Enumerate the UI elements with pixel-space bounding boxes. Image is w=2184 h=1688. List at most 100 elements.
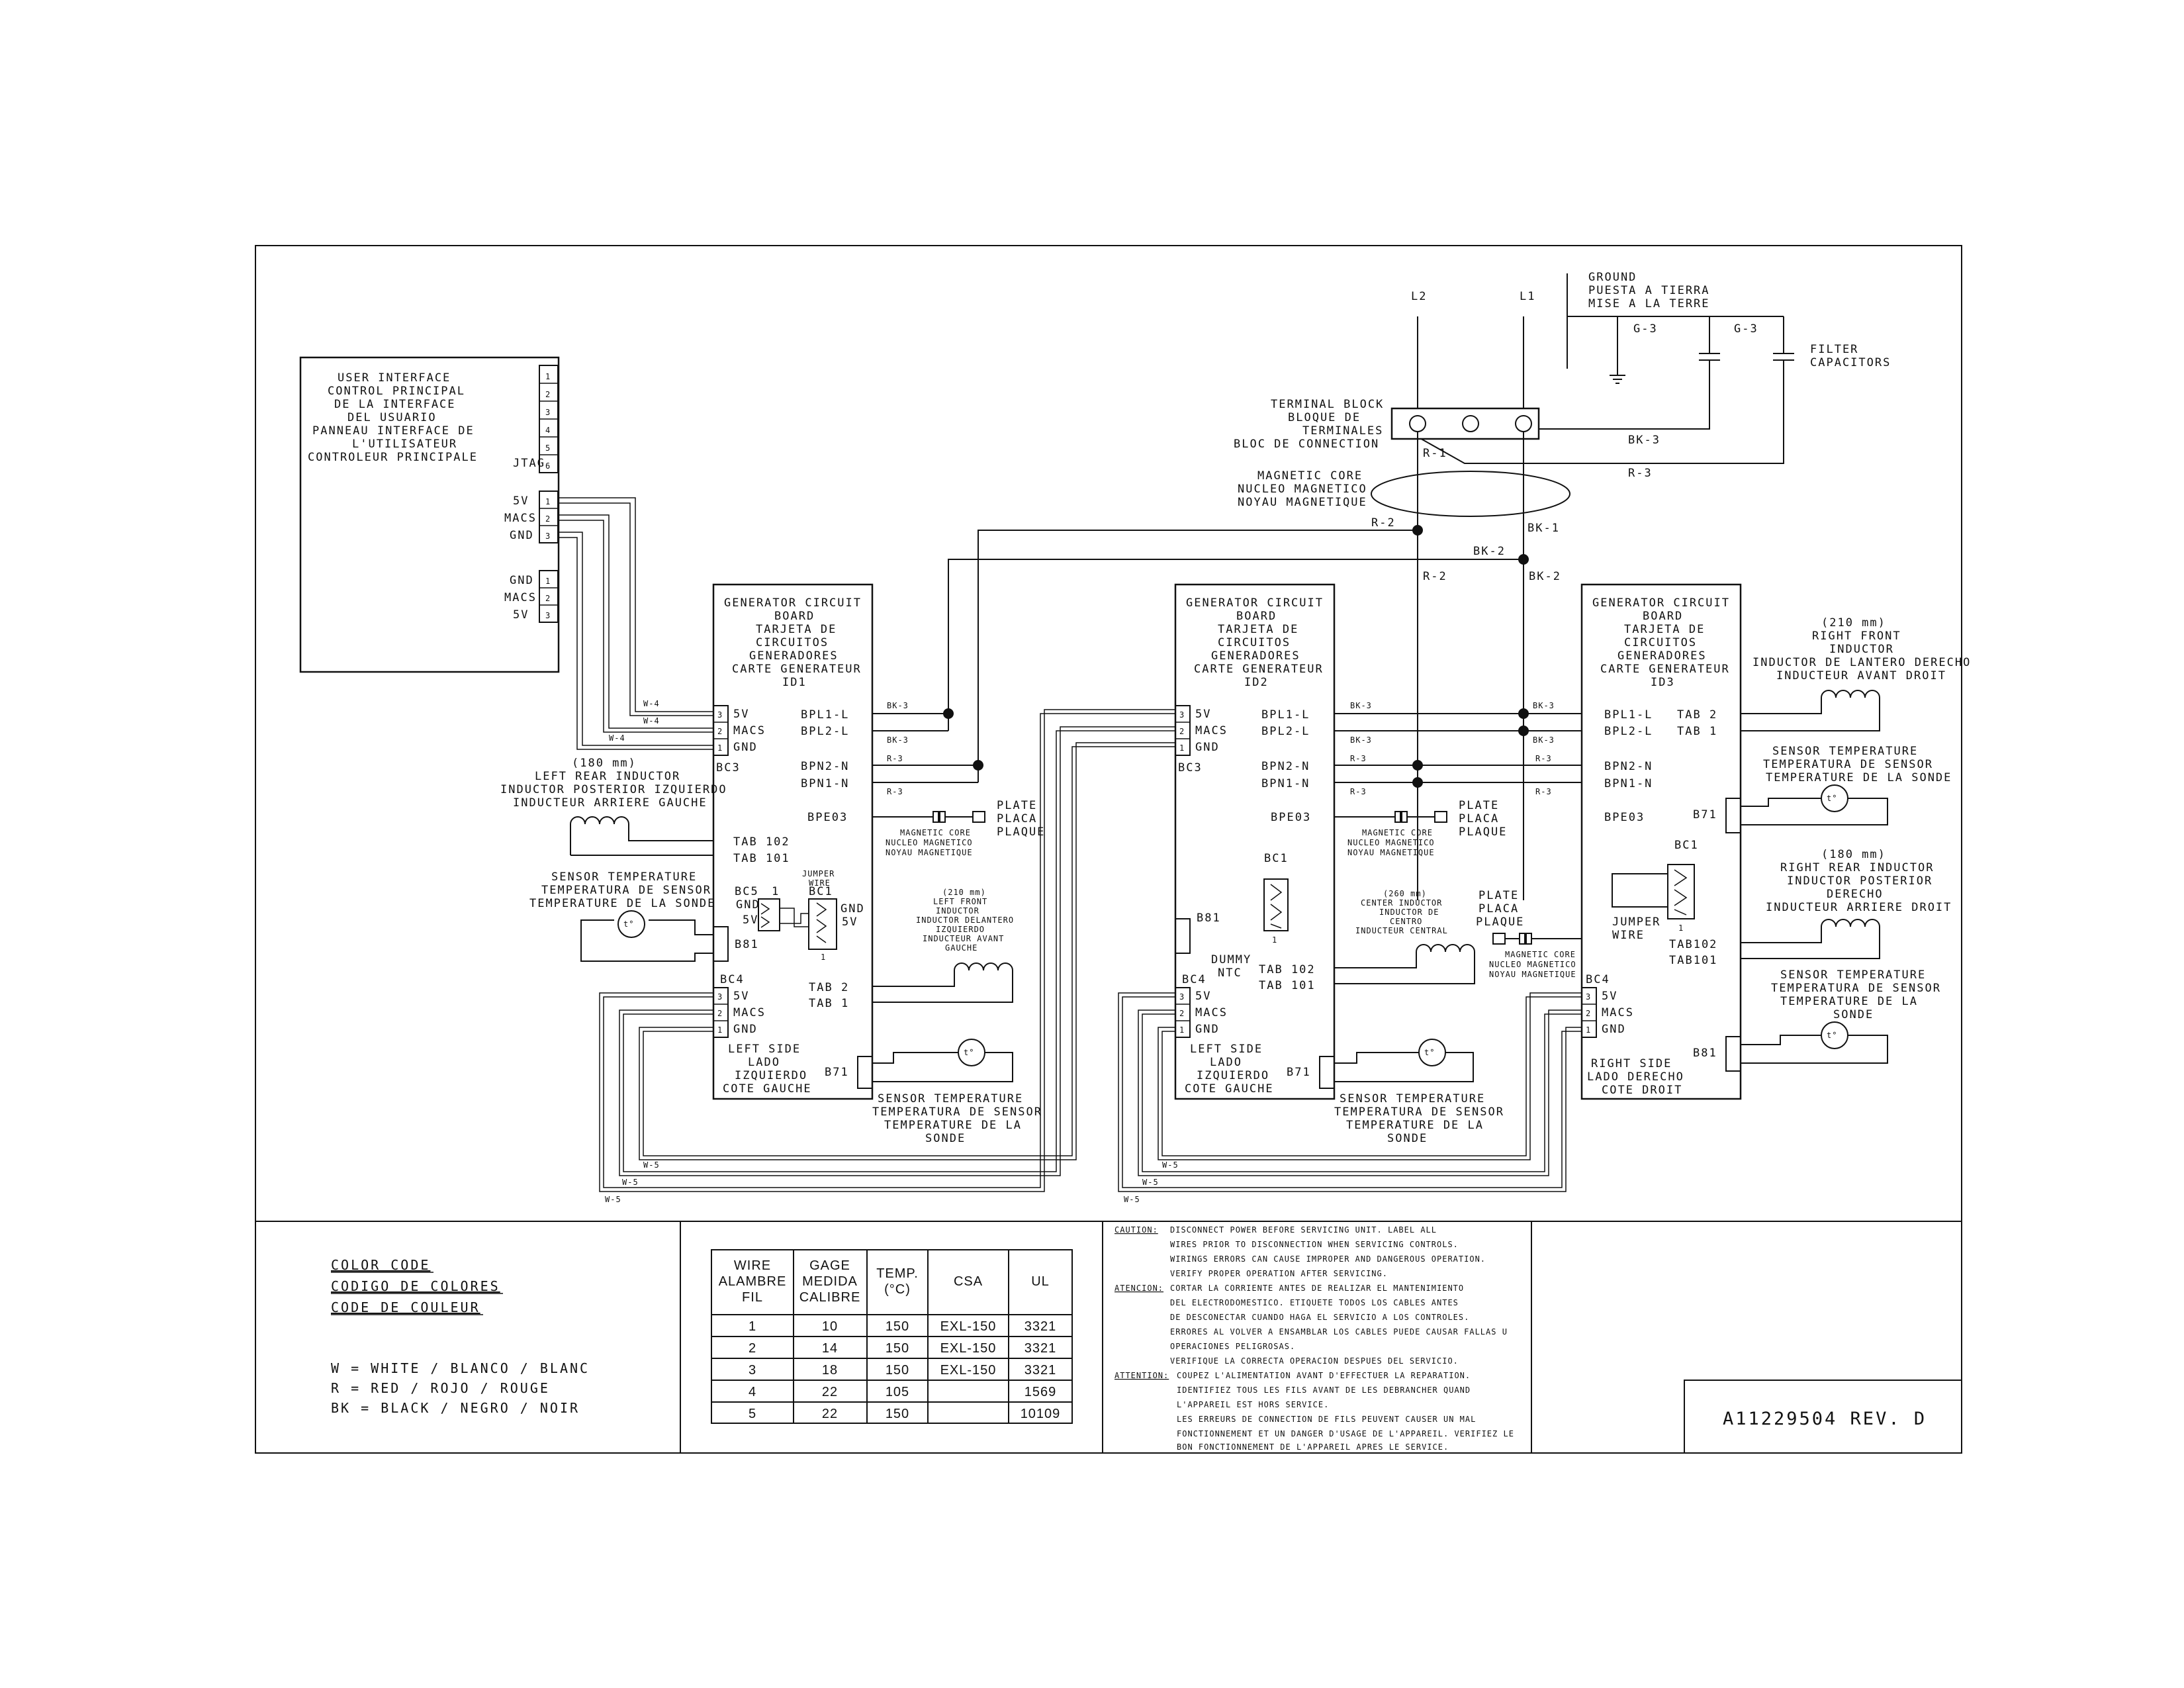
wires-bk3-text: BK-3 (887, 701, 909, 710)
wire (639, 742, 1175, 1160)
wire_table-rows-3-1-text: 22 (822, 1385, 838, 1399)
core_small-0-text: MAGNETIC CORE (900, 828, 971, 837)
pins-bpl1-text: BPL1-L (1261, 708, 1310, 722)
g3-label-a: G-3 (1633, 322, 1658, 336)
pins-b81-text: B81 (1197, 912, 1221, 925)
pins-tab102b-text: TAB102 (1669, 938, 1717, 951)
board_title_lines-5-text: CARTE GENERATEUR (732, 663, 862, 676)
wires-w5-text: W-5 (1124, 1195, 1140, 1204)
pins-bpl1-text: BPL1-L (1604, 708, 1653, 722)
inductors-center-4-text: INDUCTEUR CENTRAL (1355, 926, 1448, 935)
pins-p1-text: 1 (821, 953, 826, 962)
pins-p2-text: 2 (1179, 1009, 1185, 1018)
ground-icon (1610, 369, 1625, 384)
sensor-id1-icon (958, 1039, 985, 1066)
sensor_lines4-3-text: SONDE (1833, 1008, 1874, 1021)
board_title_lines-4-text: GENERADORES (1211, 649, 1300, 663)
inductors-center-2-text: INDUCTOR DE (1379, 908, 1439, 917)
ui-conn2_labels-2-text: 5V (513, 608, 529, 622)
diagram-frame (255, 245, 1962, 1454)
pins-v5-text: 5V (1195, 990, 1211, 1003)
wire (643, 746, 1175, 1156)
inductors-left_front-3-text: INDUCTOR DELANTERO (916, 915, 1014, 925)
inductors-right_front-1-text: RIGHT FRONT (1812, 630, 1901, 643)
right-front-inductor-icon (1741, 690, 1880, 731)
junction-bk2 (1518, 554, 1529, 565)
connector-box (713, 705, 729, 756)
inductors-center-1-text: CENTER INDUCTOR (1361, 898, 1442, 908)
temp_symbol-text: t° (964, 1048, 974, 1057)
terminal-block-label: TERMINAL BLOCK BLOQUE DE TERMINALES BLOC… (1234, 398, 1383, 451)
wire (1539, 360, 1710, 430)
wire (603, 713, 1175, 1188)
wires-w5-text: W-5 (1162, 1160, 1179, 1170)
plate_lines-1-text: PLACA (1479, 902, 1519, 915)
pins-b81-text: B81 (735, 938, 759, 951)
pins-tab102-text: TAB 102 (733, 835, 790, 849)
ui-jtag_pins-3-text: 4 (545, 426, 551, 435)
bk3-power-label: BK-3 (1628, 434, 1661, 447)
notes-2-lines-3-text: LES ERREURS DE CONNECTION DE FILS PEUVEN… (1177, 1415, 1476, 1424)
wire (558, 502, 713, 716)
ui-conn2_pins-2-text: 3 (545, 611, 551, 620)
inductors-left_front-6-text: GAUCHE (945, 943, 978, 953)
pins-p1-text: 1 (1179, 1025, 1185, 1035)
ui-jtag_pins-4-text: 5 (545, 444, 551, 453)
power-section: L2 L1 GROUND PUESTA A TIERRA MISE A LA T… (948, 271, 1889, 900)
right_side_lines-0-text: RIGHT SIDE (1591, 1057, 1672, 1070)
sensor-id2-icon (1418, 1039, 1446, 1066)
pins-p2-text: 2 (717, 727, 723, 736)
power-core_lines-0-text: MAGNETIC CORE (1257, 469, 1363, 483)
connector-box (713, 926, 729, 962)
connector-box (539, 491, 559, 543)
bk2-label-b: BK-2 (1529, 570, 1561, 583)
wire (1122, 996, 1582, 1188)
wire (1158, 992, 1582, 1160)
board_title_lines-0-text: GENERATOR CIRCUIT (1186, 596, 1324, 610)
wire_table-rows-1-4-text: 3321 (1024, 1341, 1057, 1356)
pins-p1-text: 1 (1179, 743, 1185, 753)
wire-junction (973, 760, 983, 771)
wire_table-rows-0-0-text: 1 (749, 1319, 756, 1334)
board_title_lines-0-text: GENERATOR CIRCUIT (724, 596, 862, 610)
wire (1674, 869, 1688, 915)
board-id1: GENERATOR CIRCUIT BOARD TARJETA DE CIRCU… (500, 583, 1044, 1145)
magnetic-core-label: MAGNETIC CORE NUCLEO MAGNETICO NOYAU MAG… (1238, 469, 1366, 509)
notes-2-lines-4-text: FONCTIONNEMENT ET UN DANGER D'USAGE DE L… (1177, 1429, 1514, 1438)
power-terminal_lines-1-text: BLOQUE DE (1288, 411, 1361, 424)
sensor_lines4-2-text: TEMPERATURE DE LA (1780, 995, 1918, 1008)
wire_table-rows-4-4-text: 10109 (1021, 1407, 1061, 1421)
r3-power-label: R-3 (1628, 467, 1653, 480)
doc-number-box (1684, 1380, 1962, 1454)
inductors-right_front-0-text: (210 mm) (1821, 616, 1886, 630)
temp_symbol-text: t° (1424, 1048, 1435, 1057)
wires-bk3-text: BK-3 (1350, 735, 1372, 745)
wire (558, 520, 713, 733)
ui-jtag_pins-2-text: 3 (545, 408, 551, 417)
pins-macs-text: MACS (1195, 1006, 1228, 1019)
pins-tab1-text: TAB 1 (809, 997, 849, 1010)
ui-conn2_pins-0-text: 1 (545, 577, 551, 586)
pins-p1-text: 1 (717, 743, 723, 753)
wire (780, 913, 809, 924)
inductors-right_front-2-text: INDUCTOR (1829, 643, 1894, 656)
pins-macs-text: MACS (1602, 1006, 1634, 1019)
board_title_lines-3-text: CIRCUITOS (756, 636, 829, 649)
inductors-left_front-5-text: INDUCTEUR AVANT (923, 934, 1004, 943)
wire_table-rows-1-3-text: EXL-150 (940, 1341, 997, 1356)
sensor_lines4-1-text: TEMPERATURA DE SENSOR (872, 1105, 1042, 1119)
notes-1-lines-3-text: ERRORES AL VOLVER A ENSAMBLAR LOS CABLES… (1170, 1327, 1508, 1336)
pins-gnd-text: GND (1602, 1023, 1626, 1036)
wire_table-rows-2-4-text: 3321 (1024, 1363, 1057, 1378)
notes-1-lines-1-text: DEL ELECTRODOMESTICO. ETIQUETE TODOS LOS… (1170, 1298, 1459, 1307)
inductors-left_rear-2-text: INDUCTOR POSTERIOR IZQUIERDO (500, 783, 727, 796)
terminal-ground (1462, 415, 1479, 432)
wire (872, 1052, 1013, 1082)
wire_table-rows-3-2-text: 105 (886, 1385, 909, 1399)
pins-gnd-text: GND (841, 902, 865, 915)
magnetic-core (1371, 471, 1570, 517)
pins-p1-text: 1 (1586, 1025, 1591, 1035)
wire_table-rows-0-2-text: 150 (886, 1319, 909, 1334)
connector-box (1519, 933, 1525, 945)
inductors-left_rear-0-text: (180 mm) (572, 757, 637, 770)
